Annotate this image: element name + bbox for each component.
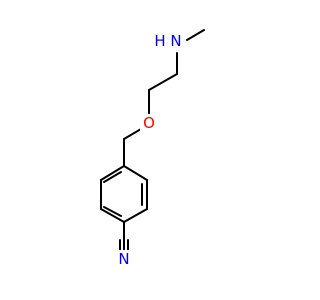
nitrile-nitrogen-label: N <box>118 250 129 268</box>
amine-label-background <box>150 32 184 52</box>
chemical-structure-diagram: H N O N <box>100 29 205 268</box>
atom-label-layer: H N O N <box>115 32 184 268</box>
bond-layer <box>100 29 205 251</box>
ring-bond-4 <box>100 208 125 223</box>
bond-methyl-n <box>186 29 205 41</box>
ring-bond-1 <box>123 165 148 181</box>
ether-oxygen-label: O <box>143 114 155 132</box>
bond-ch2-ch2 <box>148 73 178 91</box>
ring-double-bond-3 <box>103 171 122 183</box>
amine-nitrogen-label: N <box>170 32 181 50</box>
ring-bond-3 <box>123 208 148 223</box>
ring-bond-6 <box>100 165 125 181</box>
ring-double-bond-2 <box>103 206 122 217</box>
amine-hydrogen-label: H <box>154 32 165 50</box>
ether-label-background <box>140 114 158 132</box>
nitrile-label-background <box>115 250 133 268</box>
bond-o-ch2 <box>123 128 142 140</box>
